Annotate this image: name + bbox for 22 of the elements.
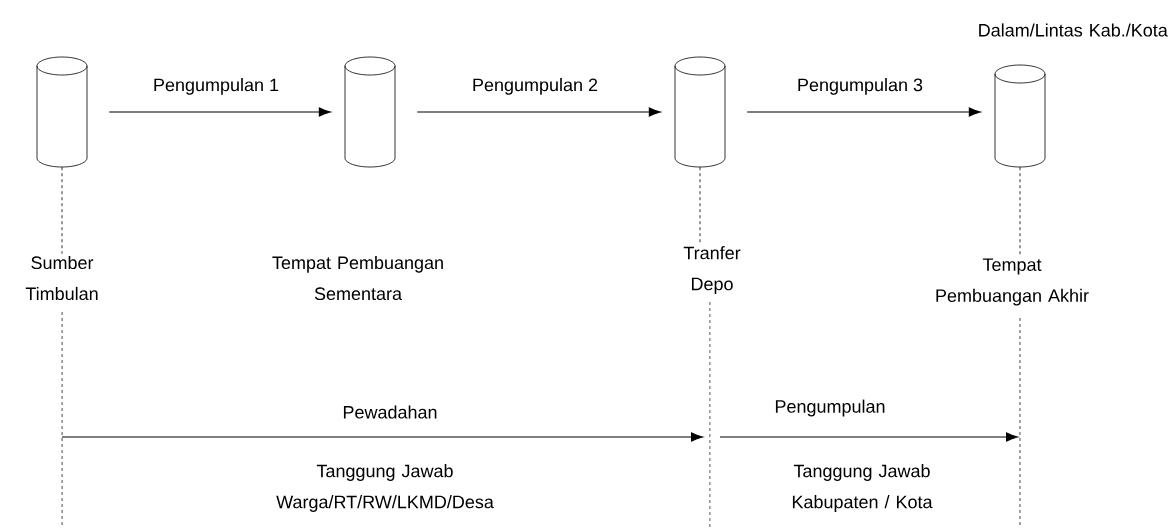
- cylinder: [994, 64, 1046, 168]
- dashed-line: [699, 166, 701, 245]
- cylinder: [36, 56, 88, 168]
- edge-label: Pengumpulan 2: [473, 78, 598, 95]
- caption-text: Sumber Timbulan: [25, 255, 98, 301]
- text-label: Tanggung Jawab Kabupaten / Kota: [792, 464, 933, 512]
- text-label: Pewadahan: [343, 405, 437, 419]
- edge-label: Pengumpulan 3: [798, 78, 923, 95]
- dashed-line: [1019, 166, 1021, 257]
- dashed-line: [61, 166, 63, 255]
- cylinder: [674, 56, 726, 168]
- arrow: [746, 107, 981, 117]
- text-label: Pengumpulan: [775, 399, 885, 417]
- text-label: Tempat Pembuangan Sementara: [272, 255, 443, 301]
- arrow: [108, 107, 331, 117]
- caption-text: Dalam/Lintas Kab./Kota: [979, 23, 1168, 37]
- arrow: [416, 107, 661, 117]
- text-label: Tanggung Jawab Warga/RT/RW/LKMD/Desa: [276, 464, 494, 512]
- edge-label: Pengumpulan 1: [154, 78, 279, 95]
- cylinder: [344, 56, 396, 168]
- caption-text: Tranfer Depo: [683, 246, 741, 294]
- caption-text: Tempat Pembuangan Akhir: [936, 258, 1089, 306]
